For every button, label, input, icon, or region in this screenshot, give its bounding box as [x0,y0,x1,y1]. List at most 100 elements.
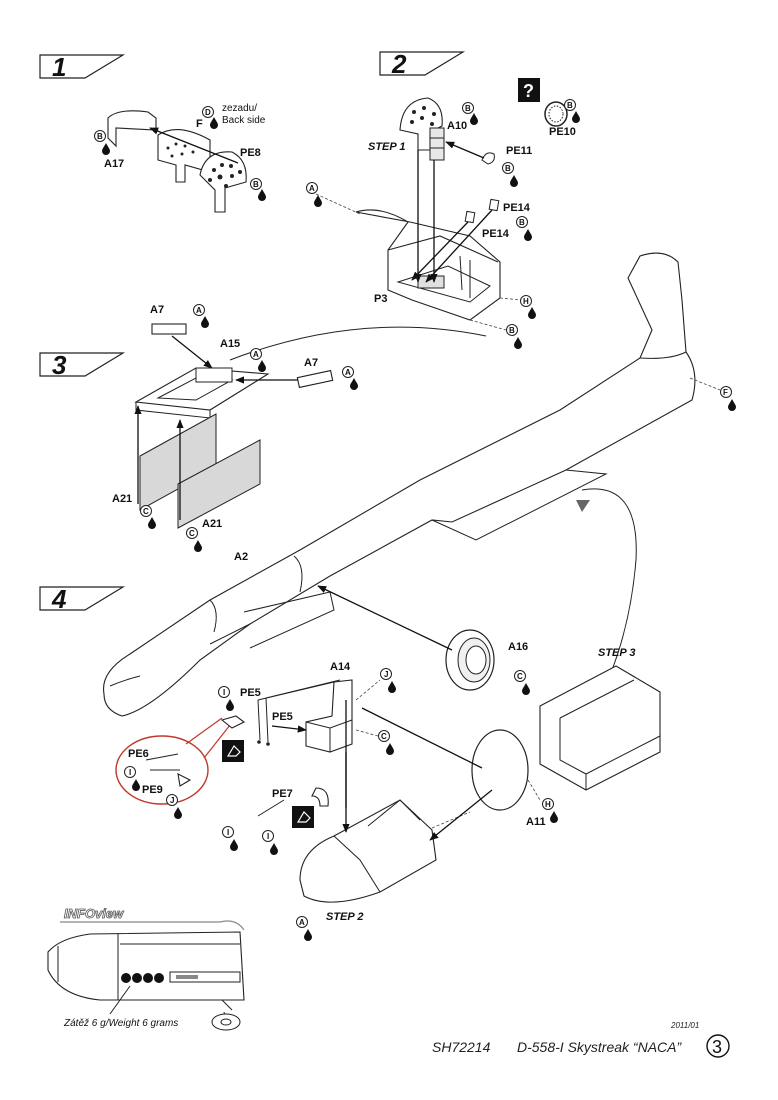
paint-code-a: A [250,348,266,372]
part-a21-right [177,439,261,529]
svg-text:A: A [196,306,202,315]
part-a7-side [296,369,334,389]
part-pe6-small [220,715,246,729]
part-a14 [305,679,353,753]
paint-code-f: F [720,386,736,411]
svg-text:I: I [227,828,229,837]
svg-text:C: C [143,507,149,516]
step-2-number: 2 [391,49,407,79]
label-a17: A17 [104,158,124,170]
label-step-1: STEP 1 [368,141,406,153]
part-pe6 [145,753,180,771]
step-2-flag [379,51,466,76]
paint-code-a: A [306,182,322,207]
paint-code-a: A [193,304,209,328]
step-1-panel: 1 A17 PE8 F zezadu/ Back side B D B [39,52,266,213]
paint-code-i: I [222,826,238,851]
label-a11: A11 [526,816,546,828]
svg-text:C: C [189,529,195,538]
label-pe11: PE11 [506,145,532,157]
part-u-bracket [539,665,661,791]
paint-code-c: C [378,730,394,755]
part-pe7 [311,787,329,807]
paint-code-j: J [380,668,396,693]
part-pe9 [177,773,192,787]
svg-text:C: C [517,672,523,681]
footer: 2011/01 SH72214 D-558-I Skystreak “NACA”… [432,1021,730,1058]
infoview-title: INFOview [64,906,124,921]
part-nose-section [299,799,437,903]
photo-etch-badge-icon [222,740,244,762]
paint-code-c: C [514,670,530,695]
step-3-number: 3 [52,350,67,380]
svg-text:A: A [309,184,315,193]
step-1-number: 1 [52,52,66,82]
label-step-3: STEP 3 [598,647,636,659]
paint-code-b: B [94,130,110,155]
svg-text:B: B [509,326,515,335]
paint-code-i: I [218,686,234,711]
paint-code-b: B [506,324,522,349]
svg-text:B: B [505,164,511,173]
infoview-panel: INFOview Zátěž 6 g/Weight 6 grams [47,906,245,1031]
label-a15: A15 [220,338,240,350]
paint-code-d: D [202,106,218,129]
page-number: 3 [712,1037,722,1057]
paint-code-b: B [502,162,518,187]
label-a21-left: A21 [112,493,132,505]
label-pe7: PE7 [272,788,293,800]
svg-text:H: H [523,297,529,306]
svg-text:A: A [299,918,305,927]
note-back-side-en: Back side [222,115,266,126]
part-pe8 [157,129,247,213]
detail-callout [115,735,209,805]
note-back-side-cz: zezadu/ [222,103,257,114]
svg-text:A: A [345,368,351,377]
part-a10 [399,97,445,161]
part-pe7-strap [257,799,285,817]
svg-text:B: B [567,101,573,110]
weight-ball-icon [154,973,164,983]
label-a21-right: A21 [202,518,222,530]
label-a7-side: A7 [304,357,318,369]
photo-etch-badge-icon [292,806,314,828]
footer-code: SH72214 [432,1039,491,1055]
label-a10: A10 [447,120,467,132]
part-a7-top [151,323,187,335]
part-pe10 [544,101,568,127]
step-1-flag [39,54,126,79]
label-pe14-b: PE14 [482,228,510,240]
svg-text:A: A [253,350,259,359]
weight-ball-icon [132,973,142,983]
label-pe8: PE8 [240,147,261,159]
part-a16 [445,629,495,691]
label-f: F [196,118,203,130]
paint-code-i: I [262,830,278,855]
svg-text:H: H [545,800,551,809]
paint-code-i: I [124,766,140,791]
paint-code-j: J [166,794,182,819]
step-3-panel: 3 A7 A A15 A A7 A A21 A21 C C [39,304,358,552]
paint-code-c: C [140,505,156,529]
label-pe5-a: PE5 [240,687,261,699]
paint-code-b: B [516,216,532,241]
infoview-nose-drawing [47,931,245,1031]
paint-code-b: B [462,102,478,125]
paint-code-a: A [342,366,358,390]
query-box: ? [518,78,540,102]
label-pe5-b: PE5 [272,711,293,723]
weight-ball-icon [143,973,153,983]
svg-text:B: B [465,104,471,113]
weight-ball-icon [121,973,131,983]
label-pe14-a: PE14 [503,202,531,214]
label-pe10: PE10 [549,126,576,138]
part-a2-fuselage [102,252,696,717]
infoview-caption: Zátěž 6 g/Weight 6 grams [63,1018,178,1029]
svg-text:B: B [253,180,259,189]
step-4-flag [39,586,126,611]
paint-code-h: H [542,798,558,823]
part-pe11 [481,152,495,165]
label-pe9: PE9 [142,784,163,796]
svg-text:C: C [381,732,387,741]
